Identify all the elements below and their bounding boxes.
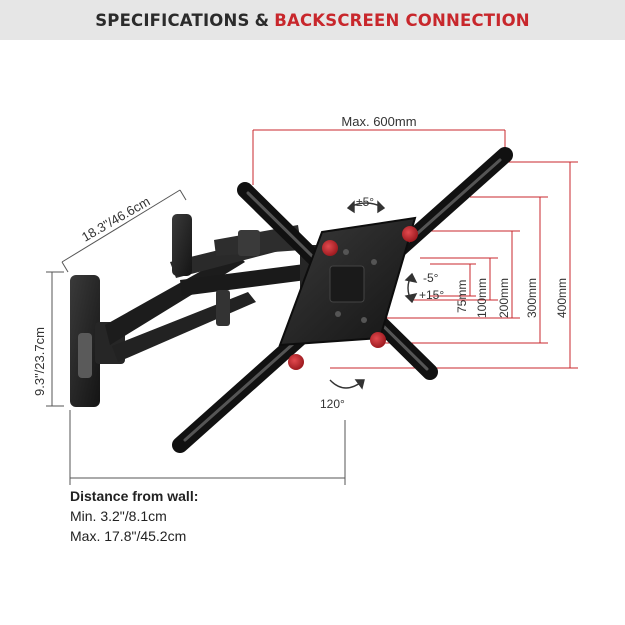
knob-icon xyxy=(370,332,386,348)
wall-distance-title: Distance from wall: xyxy=(70,488,199,504)
max-width-label: Max. 600mm xyxy=(341,114,416,129)
rotation-angle-label: 120° xyxy=(320,397,345,411)
header-title-part1: SPECIFICATIONS xyxy=(95,10,250,30)
wall-plate xyxy=(70,275,125,407)
knob-icon xyxy=(322,240,338,256)
vesa-400-label: 400mm xyxy=(555,278,569,318)
knob-icon xyxy=(402,226,418,242)
vesa-300-label: 300mm xyxy=(525,278,539,318)
header-title-part2: BACKSCREEN CONNECTION xyxy=(274,10,530,30)
arm-length-line xyxy=(61,189,181,263)
wall-distance-max: Max. 17.8"/45.2cm xyxy=(70,528,187,544)
wall-distance-info: Distance from wall: Min. 3.2"/8.1cm Max.… xyxy=(70,486,198,546)
vesa-200-label: 200mm xyxy=(497,278,511,318)
header-bar: SPECIFICATIONS & BACKSCREEN CONNECTION xyxy=(0,0,625,40)
tilt-up-label: +15° xyxy=(419,288,444,302)
plate-height-label: 9.3"/23.7cm xyxy=(32,327,47,396)
vesa-100-label: 100mm xyxy=(475,278,489,318)
vesa-75-label: 75mm xyxy=(455,280,469,313)
tilt-down-label: -5° xyxy=(423,271,439,285)
swivel-angle-label: ±5° xyxy=(356,195,374,209)
wall-distance-min: Min. 3.2"/8.1cm xyxy=(70,508,167,524)
tv-back-plate xyxy=(172,147,513,453)
rotation-arrows xyxy=(329,200,418,390)
gray-dimension-lines xyxy=(46,189,346,485)
dimension-lines xyxy=(252,129,578,369)
header-ampersand: & xyxy=(254,10,270,30)
knob-icon xyxy=(288,354,304,370)
arm-length-label: 18.3"/46.6cm xyxy=(79,194,152,245)
